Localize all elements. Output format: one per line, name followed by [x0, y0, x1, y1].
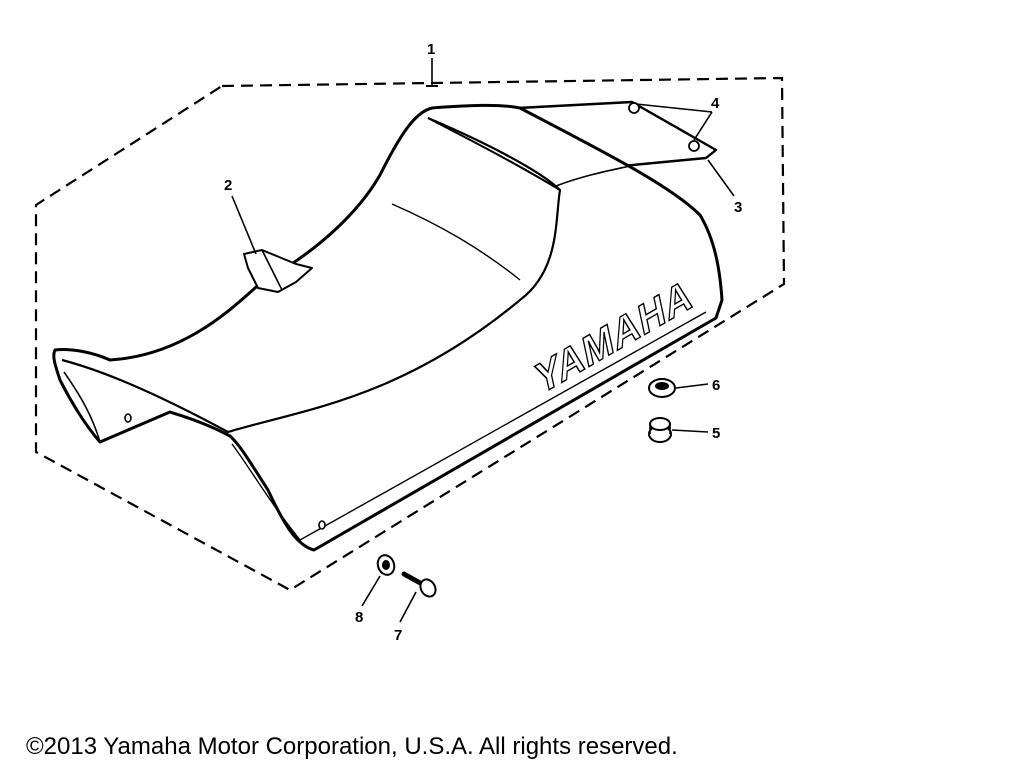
assembly-boundary — [34, 76, 786, 592]
callout-4: 4 — [711, 95, 720, 112]
callout-1: 1 — [427, 41, 435, 58]
callout-6: 6 — [712, 377, 720, 394]
seat-assembly — [52, 100, 724, 552]
seat-rear-contour — [555, 165, 631, 187]
callout-7: 7 — [394, 627, 402, 644]
seat-crease — [391, 203, 521, 281]
mount-hole — [318, 520, 326, 530]
copyright-notice: ©2013 Yamaha Motor Corporation, U.S.A. A… — [26, 733, 678, 760]
seat-bottom-inner-edge — [231, 311, 707, 541]
callout-3: 3 — [734, 199, 742, 216]
callout-8: 8 — [355, 609, 363, 626]
screw-7-icon — [401, 571, 425, 587]
leader-lines — [231, 58, 735, 623]
callout-2: 2 — [224, 177, 232, 194]
seat-front-underside — [63, 371, 101, 443]
mount-hole — [124, 413, 132, 423]
loose-parts — [376, 378, 676, 598]
seat-strap — [243, 249, 313, 293]
rivet — [688, 140, 700, 152]
callout-5: 5 — [712, 425, 720, 442]
seat-top-edge — [61, 116, 562, 434]
seat-rear-ridge — [427, 117, 561, 191]
rivet — [628, 102, 640, 114]
